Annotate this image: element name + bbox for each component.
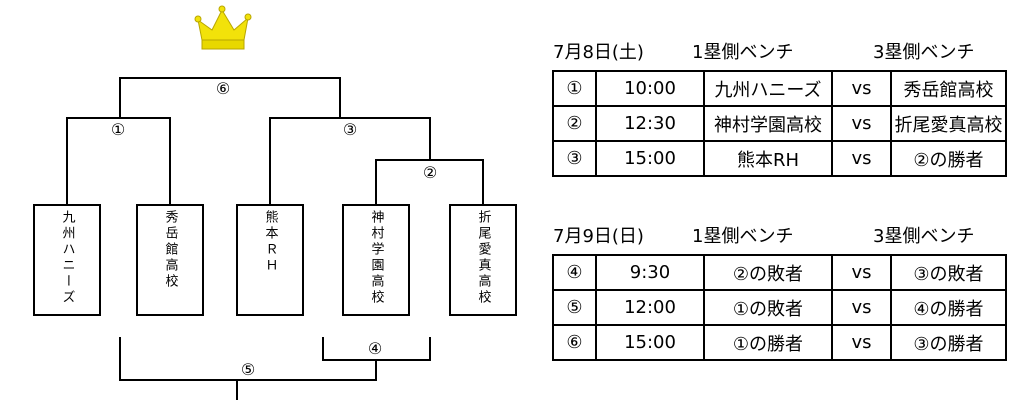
bench3-team: ④の勝者	[890, 289, 1007, 326]
match-time: 15:00	[595, 140, 705, 177]
bench3-team: 秀岳館高校	[890, 70, 1007, 107]
team-name: 九州ハニーズ	[59, 210, 75, 306]
table-row: ③ 15:00 熊本RH vs ②の勝者	[552, 140, 1007, 177]
match-number: ③	[552, 140, 597, 177]
match-time: 10:00	[595, 70, 705, 107]
vs-label: vs	[831, 324, 892, 361]
team-box-kyushu-honeys: 九州ハニーズ	[33, 204, 101, 316]
vs-label: vs	[831, 289, 892, 326]
match-number: ⑥	[552, 324, 597, 361]
match-label-4: ④	[365, 339, 385, 358]
crown-icon	[194, 5, 252, 50]
day2-bench1-header: 1塁側ベンチ	[692, 226, 794, 247]
day2-schedule-table: ④ 9:30 ②の敗者 vs ③の敗者 ⑤ 12:00 ①の敗者 vs ④の勝者…	[552, 254, 1007, 361]
vs-label: vs	[831, 140, 892, 177]
bracket-line-final	[119, 77, 341, 118]
bench3-team: ③の敗者	[890, 254, 1007, 291]
bench3-team: ③の勝者	[890, 324, 1007, 361]
match-label-1: ①	[108, 120, 128, 139]
table-row: ② 12:30 神村学園高校 vs 折尾愛真高校	[552, 105, 1007, 142]
table-row: ④ 9:30 ②の敗者 vs ③の敗者	[552, 254, 1007, 291]
team-name: 折尾愛真高校	[475, 210, 491, 306]
team-box-kamimura: 神村学園高校	[342, 204, 410, 316]
match-label-5: ⑤	[238, 360, 258, 379]
match-time: 12:30	[595, 105, 705, 142]
bracket-line-match-2	[375, 159, 484, 204]
team-name: 神村学園高校	[368, 210, 384, 306]
day2-date: 7月9日(日)	[553, 226, 644, 247]
team-box-kumamoto-rh: 熊本ＲＨ	[236, 204, 304, 316]
table-row: ⑤ 12:00 ①の敗者 vs ④の勝者	[552, 289, 1007, 326]
bench1-team: 熊本RH	[703, 140, 833, 177]
day2-bench3-header: 3塁側ベンチ	[873, 226, 975, 247]
match-label-2: ②	[420, 163, 440, 182]
bench1-team: ①の敗者	[703, 289, 833, 326]
bench1-team: ①の勝者	[703, 324, 833, 361]
vs-label: vs	[831, 70, 892, 107]
match-label-6: ⑥	[213, 79, 233, 98]
bench3-team: 折尾愛真高校	[890, 105, 1007, 142]
match-number: ②	[552, 105, 597, 142]
tournament-bracket	[66, 5, 484, 400]
bench1-team: 神村学園高校	[703, 105, 833, 142]
table-row: ① 10:00 九州ハニーズ vs 秀岳館高校	[552, 70, 1007, 107]
bench3-team: ②の勝者	[890, 140, 1007, 177]
team-box-shugakukan: 秀岳館高校	[136, 204, 204, 316]
match-time: 12:00	[595, 289, 705, 326]
bench1-team: ②の敗者	[703, 254, 833, 291]
bench1-team: 九州ハニーズ	[703, 70, 833, 107]
match-time: 15:00	[595, 324, 705, 361]
match-number: ④	[552, 254, 597, 291]
vs-label: vs	[831, 105, 892, 142]
vs-label: vs	[831, 254, 892, 291]
day1-date: 7月8日(土)	[553, 42, 644, 63]
team-box-orio-aishin: 折尾愛真高校	[449, 204, 517, 316]
match-time: 9:30	[595, 254, 705, 291]
bracket-line-match-1	[66, 117, 171, 204]
team-name: 秀岳館高校	[162, 210, 178, 290]
day1-schedule-table: ① 10:00 九州ハニーズ vs 秀岳館高校 ② 12:30 神村学園高校 v…	[552, 70, 1007, 177]
day1-bench3-header: 3塁側ベンチ	[873, 42, 975, 63]
bracket-line-match-5	[119, 337, 377, 381]
table-row: ⑥ 15:00 ①の勝者 vs ③の勝者	[552, 324, 1007, 361]
match-number: ⑤	[552, 289, 597, 326]
team-name: 熊本ＲＨ	[262, 210, 278, 274]
match-number: ①	[552, 70, 597, 107]
bracket-line-match-3	[269, 117, 431, 204]
day1-bench1-header: 1塁側ベンチ	[692, 42, 794, 63]
match-label-3: ③	[340, 120, 360, 139]
